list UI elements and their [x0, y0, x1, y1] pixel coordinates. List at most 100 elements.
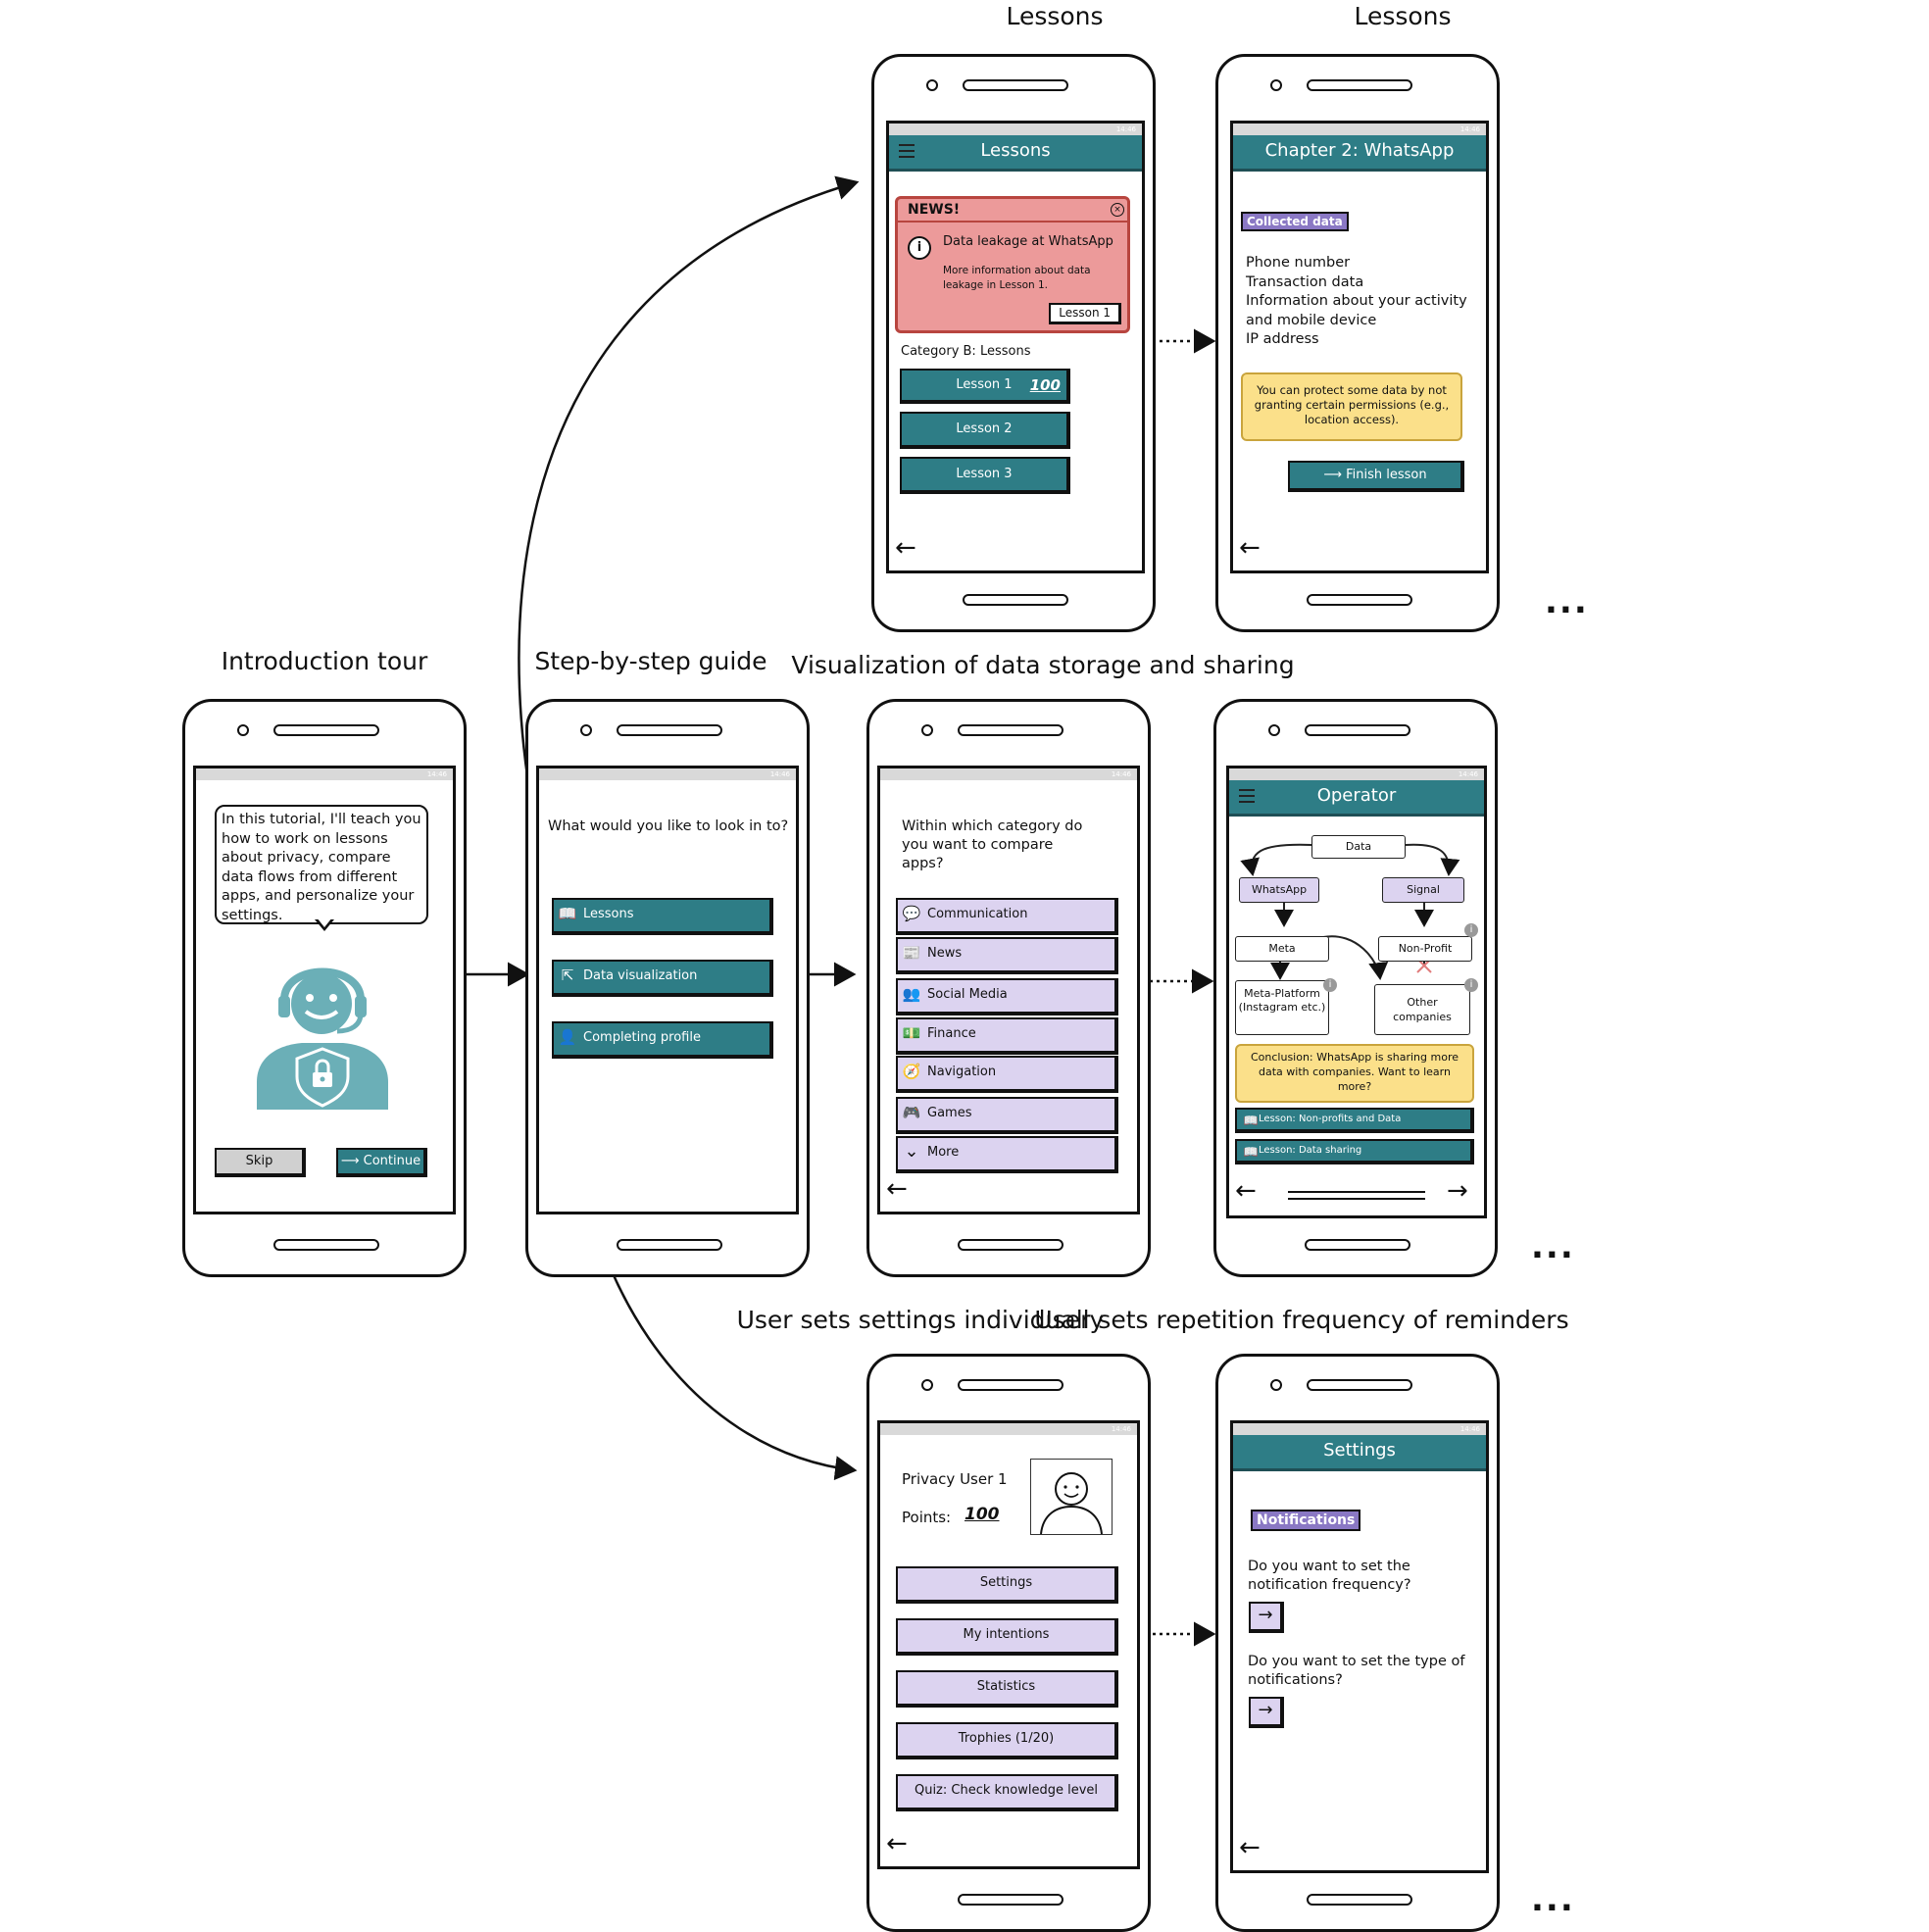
continue-button[interactable]: ⟶ Continue: [336, 1148, 427, 1177]
forward-arrow-icon[interactable]: →: [1447, 1176, 1468, 1206]
compare-question: Within which category do you want to com…: [902, 818, 1083, 871]
category-news-button[interactable]: 📰News: [896, 937, 1118, 974]
finish-lesson-label: Finish lesson: [1346, 468, 1427, 482]
phone-profile: 14:46 Privacy User 1 Points: 100 Setting…: [866, 1354, 1151, 1932]
data-item: and mobile device: [1246, 312, 1377, 328]
section-title-intro: Introduction tour: [221, 647, 428, 675]
phone-guide: 14:46 What would you like to look in to?…: [525, 699, 810, 1277]
operator-title: Operator: [1316, 785, 1397, 806]
lesson-data-sharing-link[interactable]: 📖Lesson: Data sharing: [1235, 1139, 1474, 1164]
trophies-button[interactable]: Trophies (1/20): [896, 1722, 1118, 1759]
phone-operator: 14:46 Operator Data WhatsApp Signal Meta…: [1213, 699, 1498, 1277]
app-bar: Chapter 2: WhatsApp: [1233, 135, 1486, 172]
data-item: Phone number: [1246, 255, 1351, 271]
status-bar: 14:46: [1233, 1423, 1486, 1435]
chat-icon: 💬: [902, 905, 921, 922]
node-data: Data: [1311, 835, 1406, 859]
chevron-down-icon: ⌄: [904, 1141, 919, 1162]
back-arrow-icon[interactable]: ←: [1239, 533, 1261, 563]
lesson-non-profits-link[interactable]: 📖Lesson: Non-profits and Data: [1235, 1108, 1474, 1133]
book-icon: 📖: [558, 905, 577, 922]
statistics-button[interactable]: Statistics: [896, 1670, 1118, 1708]
category-social-media-button[interactable]: 👥 Social Media: [896, 978, 1118, 1016]
category-label: Communication: [927, 907, 1028, 921]
settings-button[interactable]: Settings: [896, 1566, 1118, 1604]
book-icon: 📖: [1243, 1145, 1259, 1159]
people-icon: 👥: [902, 985, 921, 1003]
news-close-icon[interactable]: ×: [1111, 203, 1124, 217]
category-communication-button[interactable]: 💬 Communication: [896, 898, 1118, 935]
info-icon[interactable]: i: [1464, 923, 1478, 937]
data-item: Information about your activity: [1246, 293, 1467, 309]
category-finance-button[interactable]: 💵 Finance: [896, 1017, 1118, 1055]
completing-profile-option-button[interactable]: 👤Completing profile: [552, 1021, 773, 1059]
news-lesson-button[interactable]: Lesson 1: [1049, 303, 1121, 324]
category-navigation-button[interactable]: 🧭 Navigation: [896, 1056, 1118, 1093]
conclusion-box: Conclusion: WhatsApp is sharing more dat…: [1235, 1044, 1474, 1103]
status-bar: 14:46: [539, 768, 796, 780]
menu-icon[interactable]: [899, 144, 915, 162]
phone-chapter: 14:46 Chapter 2: WhatsApp Collected data…: [1215, 54, 1500, 632]
section-title-lessons-2: Lessons: [1354, 2, 1452, 30]
section-title-reminders: User sets repetition frequency of remind…: [1034, 1306, 1569, 1334]
profile-username: Privacy User 1: [902, 1470, 1008, 1488]
compass-icon: 🧭: [902, 1063, 921, 1080]
avatar[interactable]: [1030, 1459, 1113, 1535]
status-bar: 14:46: [1233, 124, 1486, 135]
back-arrow-icon[interactable]: ←: [1235, 1176, 1257, 1206]
info-icon[interactable]: i: [1323, 978, 1337, 992]
lesson-3-button[interactable]: Lesson 3: [900, 457, 1070, 494]
notification-frequency-button[interactable]: →: [1249, 1602, 1284, 1633]
lesson-link-label: Lesson: Non-profits and Data: [1259, 1114, 1402, 1124]
node-signal: Signal: [1382, 877, 1464, 903]
back-arrow-icon[interactable]: ←: [1239, 1833, 1261, 1862]
arrow-right-icon: →: [1258, 1605, 1273, 1625]
my-intentions-button[interactable]: My intentions: [896, 1618, 1118, 1656]
status-bar: 14:46: [880, 768, 1137, 780]
back-arrow-icon[interactable]: ←: [895, 533, 916, 563]
tip-box: You can protect some data by not grantin…: [1241, 372, 1462, 441]
category-label: News: [927, 946, 963, 961]
share-arrows-icon: ⇱: [561, 966, 574, 984]
category-label: Navigation: [927, 1065, 997, 1079]
node-whatsapp: WhatsApp: [1239, 877, 1319, 903]
category-label: Category B: Lessons: [901, 344, 1031, 359]
finish-lesson-button[interactable]: ⟶ Finish lesson: [1288, 461, 1464, 492]
data-visualization-option-button[interactable]: ⇱Data visualization: [552, 960, 773, 997]
menu-icon[interactable]: [1239, 789, 1255, 807]
app-bar: Lessons: [889, 135, 1142, 172]
guide-question: What would you like to look in to?: [548, 818, 789, 834]
more-screens-ellipsis: ...: [1531, 1227, 1575, 1266]
data-item: Transaction data: [1246, 273, 1364, 290]
category-games-button[interactable]: 🎮Games: [896, 1097, 1118, 1134]
phone-intro: 14:46 In this tutorial, I'll teach you h…: [182, 699, 467, 1277]
lessons-option-button[interactable]: 📖Lessons: [552, 898, 773, 935]
continue-label: Continue: [363, 1154, 421, 1168]
more-screens-ellipsis: ...: [1545, 582, 1589, 621]
quiz-button[interactable]: Quiz: Check knowledge level: [896, 1774, 1118, 1811]
lesson-2-button[interactable]: Lesson 2: [900, 412, 1070, 449]
hundred-points-icon: 100: [1029, 376, 1061, 394]
notification-type-button[interactable]: →: [1249, 1697, 1284, 1728]
status-bar: 14:46: [1229, 768, 1484, 780]
notifications-tag: Notifications: [1251, 1510, 1361, 1531]
back-arrow-icon[interactable]: ←: [886, 1174, 908, 1204]
news-title: NEWS!: [908, 202, 961, 218]
info-icon[interactable]: i: [1464, 978, 1478, 992]
completing-profile-option-label: Completing profile: [583, 1030, 701, 1045]
back-arrow-icon[interactable]: ←: [886, 1829, 908, 1858]
skip-button[interactable]: Skip: [215, 1148, 306, 1177]
tutorial-text: In this tutorial, I'll teach you how to …: [222, 812, 421, 923]
news-heading: Data leakage at WhatsApp: [943, 234, 1113, 249]
notification-type-question: Do you want to set the type of notificat…: [1248, 1654, 1465, 1688]
money-icon: 💵: [902, 1024, 921, 1042]
node-meta-platform: Meta-Platform (Instagram etc.): [1235, 980, 1329, 1035]
category-label: Social Media: [927, 987, 1008, 1002]
arrow-right-icon: →: [1258, 1700, 1273, 1720]
category-label: Finance: [927, 1026, 976, 1041]
book-icon: 📖: [1243, 1114, 1259, 1127]
lesson-1-button[interactable]: Lesson 1 100: [900, 369, 1070, 404]
category-more-button[interactable]: ⌄More: [896, 1136, 1118, 1173]
page-scrollbar[interactable]: [1288, 1191, 1425, 1200]
points-value: 100: [964, 1505, 1000, 1524]
